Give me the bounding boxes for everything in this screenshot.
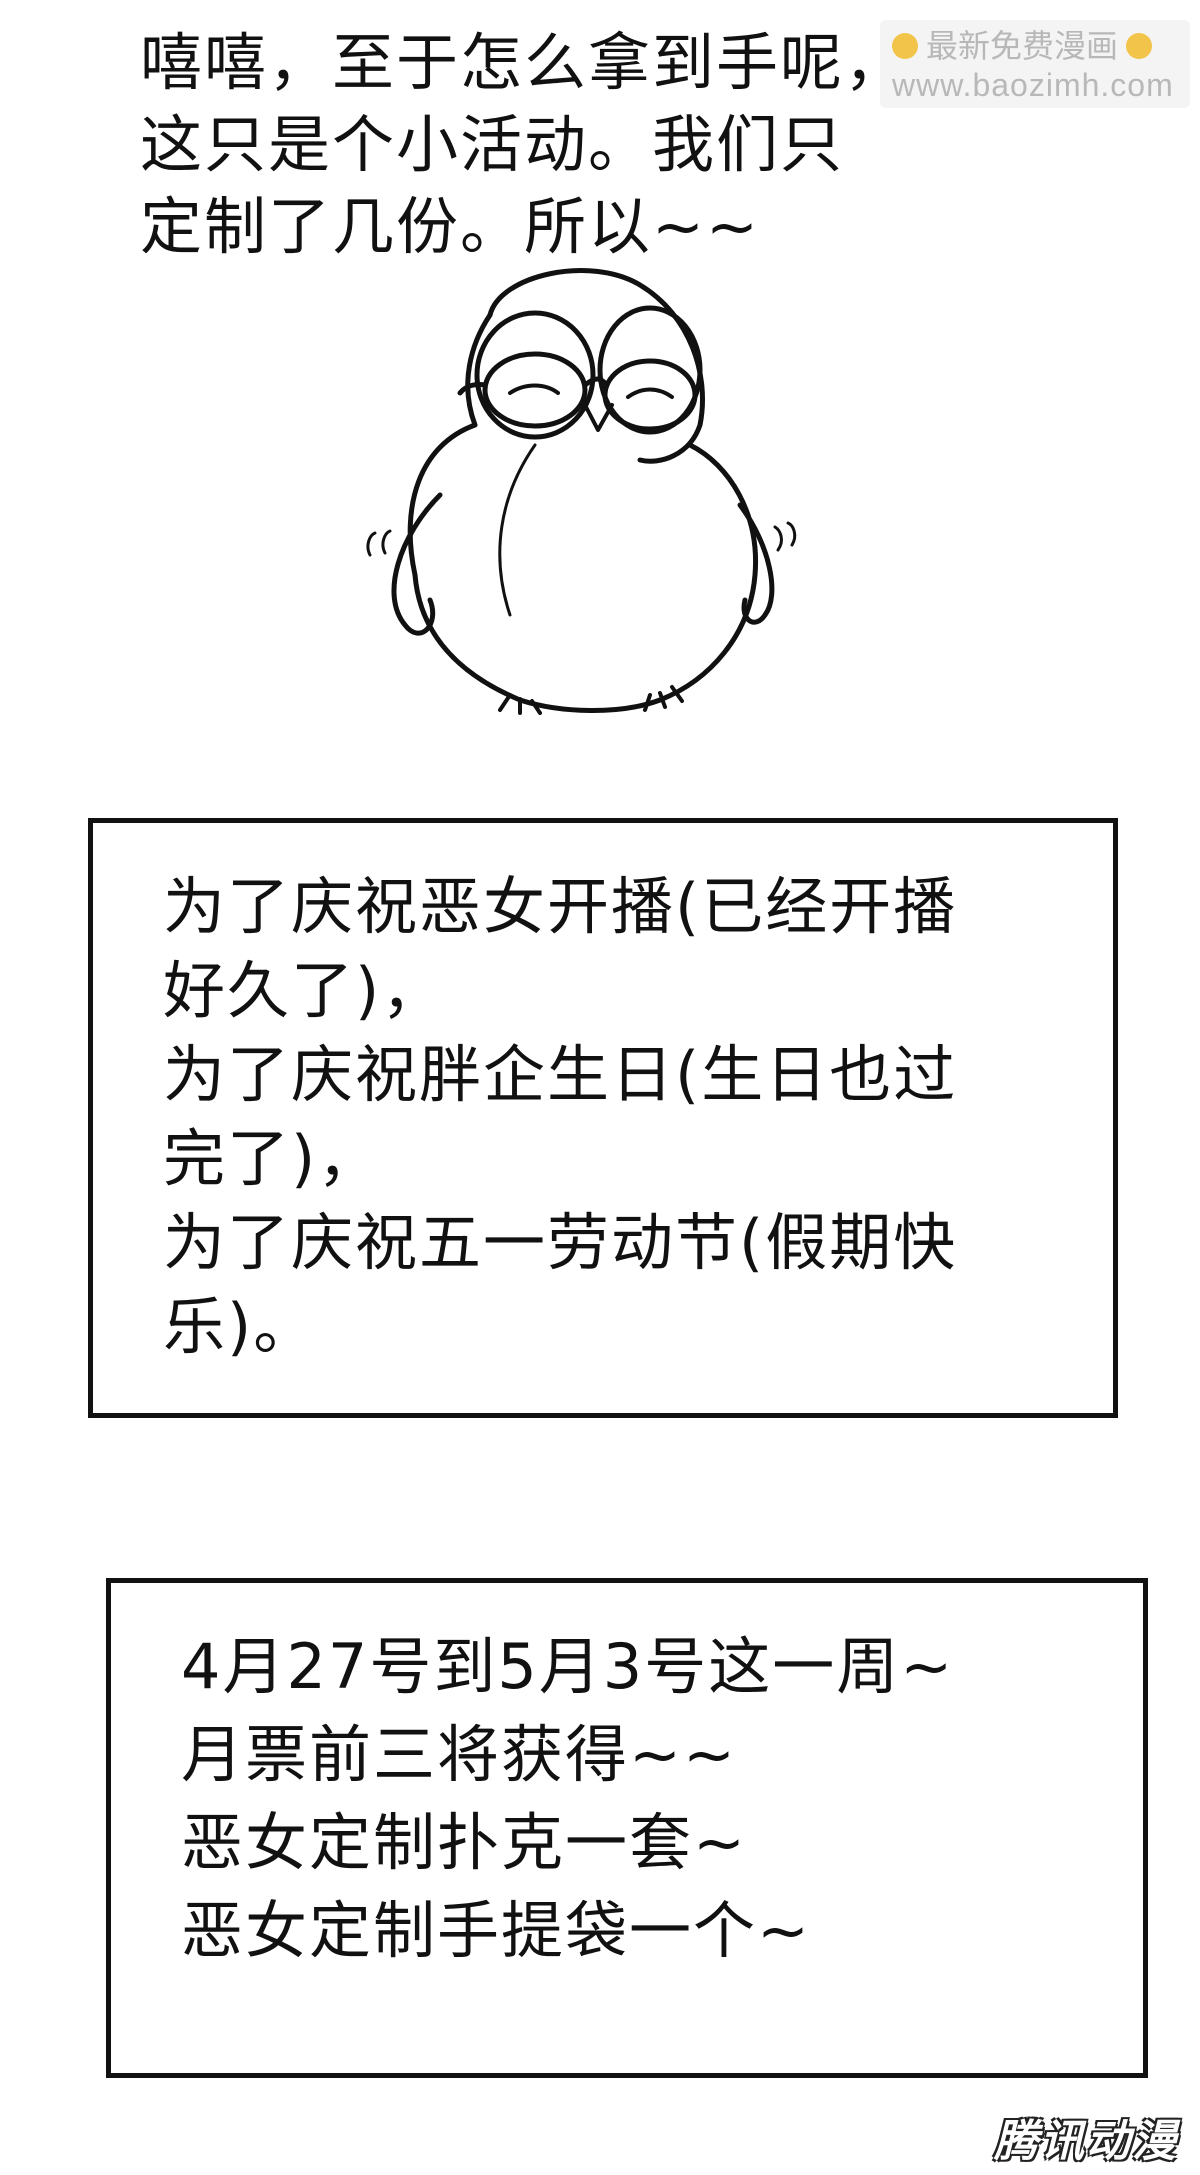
penguin-right-foot bbox=[643, 685, 684, 712]
penguin-beak bbox=[583, 403, 614, 432]
penguin-left-eye-ring bbox=[474, 310, 596, 440]
penguin-left-flipper bbox=[391, 492, 443, 636]
announcement-panel-rewards: 4月27号到5月3号这一周~ 月票前三将获得~~ 恶女定制扑克一套~ 恶女定制手… bbox=[106, 1578, 1148, 2078]
penguin-illustration bbox=[366, 268, 797, 715]
penguin-right-eye bbox=[626, 387, 674, 399]
penguin-right-flipper bbox=[737, 502, 775, 625]
penguin-head bbox=[487, 268, 705, 464]
celebration-text: 为了庆祝恶女开播(已经开播 好久了)， 为了庆祝胖企生日(生日也过 完了)， 为… bbox=[163, 870, 958, 1363]
watermark-title: 最新免费漫画 bbox=[926, 28, 1119, 64]
motion-lines-right bbox=[773, 521, 797, 552]
penguin-right-eye-ring bbox=[597, 305, 703, 435]
penguin-left-eye bbox=[508, 383, 560, 395]
watermark-title-row: 最新免费漫画 bbox=[892, 26, 1178, 66]
watermark-badge: 最新免费漫画 www.baozimh.com bbox=[880, 20, 1190, 108]
motion-lines-left bbox=[366, 529, 392, 557]
tencent-comics-logo: 腾讯动漫 bbox=[994, 2117, 1178, 2166]
glasses-right-lens bbox=[602, 358, 698, 432]
penguin-body bbox=[407, 422, 759, 713]
watermark-url: www.baozimh.com bbox=[892, 67, 1174, 103]
pointing-hand-icon bbox=[1126, 33, 1153, 59]
intro-dialogue-text: 嘻嘻，至于怎么拿到手呢， 这只是个小活动。我们只 定制了几份。所以~~ bbox=[140, 26, 909, 263]
glasses-left-lens bbox=[482, 351, 588, 429]
announcement-panel-celebration: 为了庆祝恶女开播(已经开播 好久了)， 为了庆祝胖企生日(生日也过 完了)， 为… bbox=[88, 818, 1118, 1418]
glasses-bridge bbox=[582, 376, 610, 388]
penguin-left-foot bbox=[498, 693, 542, 715]
pointing-hand-icon bbox=[892, 33, 918, 59]
rewards-text: 4月27号到5月3号这一周~ 月票前三将获得~~ 恶女定制扑克一套~ 恶女定制手… bbox=[181, 1630, 955, 1967]
